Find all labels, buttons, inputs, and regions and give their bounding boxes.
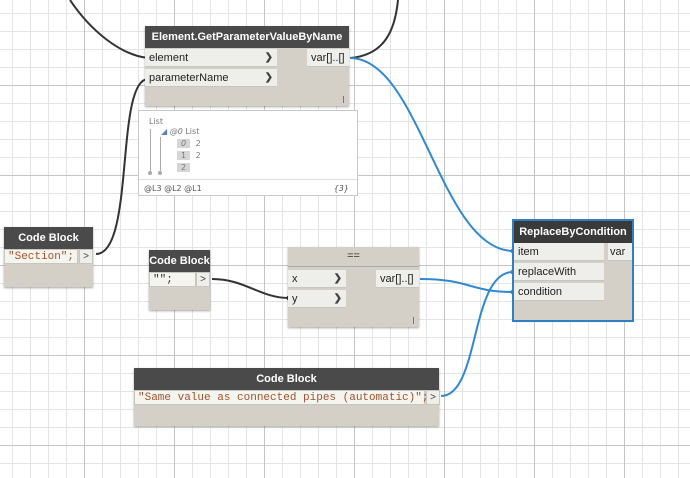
output-port[interactable]: > xyxy=(79,249,93,264)
list-levels[interactable]: @L3 @L2 @L1 xyxy=(144,184,202,193)
output-port-var[interactable]: var[]..[] xyxy=(307,49,349,67)
code-editor[interactable]: ""; xyxy=(149,272,196,287)
item-index: 1 xyxy=(177,151,191,160)
list-item: 1 2 xyxy=(177,151,201,160)
chevron-right-icon: ❯ xyxy=(264,52,273,63)
port-label: y xyxy=(292,293,298,305)
port-label: replaceWith xyxy=(518,266,577,278)
wire-out-of-getparam-top[interactable] xyxy=(349,0,399,59)
item-value: 2 xyxy=(195,139,201,148)
output-port[interactable]: > xyxy=(196,272,210,287)
list-count: {3} xyxy=(333,184,349,193)
node-title: Code Block xyxy=(134,368,439,390)
input-port-y[interactable]: y ❯ xyxy=(288,290,346,308)
node-title: ReplaceByCondition xyxy=(514,221,632,243)
port-label: element xyxy=(149,52,189,64)
wire-empty-to-equals-y[interactable] xyxy=(211,278,290,299)
node-title: == xyxy=(288,247,419,267)
node-title: Code Block xyxy=(149,250,210,272)
code-text: ""; xyxy=(153,274,173,286)
code-text: "Same value as connected pipes (automati… xyxy=(138,392,429,404)
input-port-condition[interactable]: condition xyxy=(514,283,604,301)
node-code-block-section[interactable]: Code Block "Section"; > xyxy=(4,227,93,287)
watch-footer-divider xyxy=(139,179,357,180)
code-text: "Section"; xyxy=(8,251,75,263)
input-port-element[interactable]: element ❯ xyxy=(145,49,277,67)
wire-equals-to-condition[interactable] xyxy=(419,278,514,293)
sublist-label: List xyxy=(185,127,200,136)
wire-same-to-replacewith[interactable] xyxy=(440,271,514,397)
list-tree-lines xyxy=(150,129,161,175)
port-label: var[]..[] xyxy=(380,273,414,285)
chevron-right-icon: ❯ xyxy=(333,273,342,284)
list-dot-icon xyxy=(148,171,152,175)
node-get-parameter-value[interactable]: Element.GetParameterValueByName element … xyxy=(145,26,349,106)
port-label: x xyxy=(292,273,298,285)
port-label: var[]..[] xyxy=(311,52,345,64)
output-port-var[interactable]: var xyxy=(608,243,632,261)
output-port-var[interactable]: var[]..[] xyxy=(376,270,419,288)
resize-handle[interactable] xyxy=(413,317,414,324)
list-item: 2 xyxy=(177,163,193,172)
port-label: var xyxy=(610,246,626,258)
output-port[interactable]: > xyxy=(426,390,440,405)
resize-handle[interactable] xyxy=(343,96,344,103)
chevron-right-icon: ❯ xyxy=(333,293,342,304)
node-code-block-empty[interactable]: Code Block ""; > xyxy=(149,250,210,310)
input-port-x[interactable]: x ❯ xyxy=(288,270,346,288)
wire-getparam-to-item[interactable] xyxy=(349,57,514,252)
wire-section-to-parametername[interactable] xyxy=(95,78,149,255)
item-value: 2 xyxy=(195,151,201,160)
collapse-triangle-icon[interactable]: ◢ xyxy=(161,127,168,136)
item-index: 2 xyxy=(177,163,191,172)
node-code-block-same-value[interactable]: Code Block "Same value as connected pipe… xyxy=(134,368,440,426)
chevron-right-icon: ❯ xyxy=(264,72,273,83)
sublist-marker: @0 xyxy=(169,127,183,136)
code-editor[interactable]: "Section"; xyxy=(4,249,78,264)
watch-preview[interactable]: List ◢ @0 List 0 2 1 2 2 @L3 @L2 @L1 {3} xyxy=(138,110,358,196)
node-title: Element.GetParameterValueByName xyxy=(145,26,349,48)
node-replace-by-condition[interactable]: ReplaceByCondition item replaceWith cond… xyxy=(512,219,634,322)
wire-into-element[interactable] xyxy=(69,0,149,59)
node-equals[interactable]: == x ❯ y ❯ var[]..[] xyxy=(288,247,419,327)
port-label: parameterName xyxy=(149,72,229,84)
item-index: 0 xyxy=(177,139,191,148)
port-label: condition xyxy=(518,286,563,298)
list-root-label: List xyxy=(149,117,163,126)
port-label: item xyxy=(518,246,539,258)
list-tree-lines-inner xyxy=(160,137,171,175)
input-port-item[interactable]: item xyxy=(514,243,604,261)
list-dot-icon xyxy=(158,171,162,175)
node-title: Code Block xyxy=(4,227,93,249)
input-port-parametername[interactable]: parameterName ❯ xyxy=(145,69,277,87)
input-port-replacewith[interactable]: replaceWith xyxy=(514,263,604,281)
code-editor[interactable]: "Same value as connected pipes (automati… xyxy=(134,390,429,405)
list-item: 0 2 xyxy=(177,139,201,148)
